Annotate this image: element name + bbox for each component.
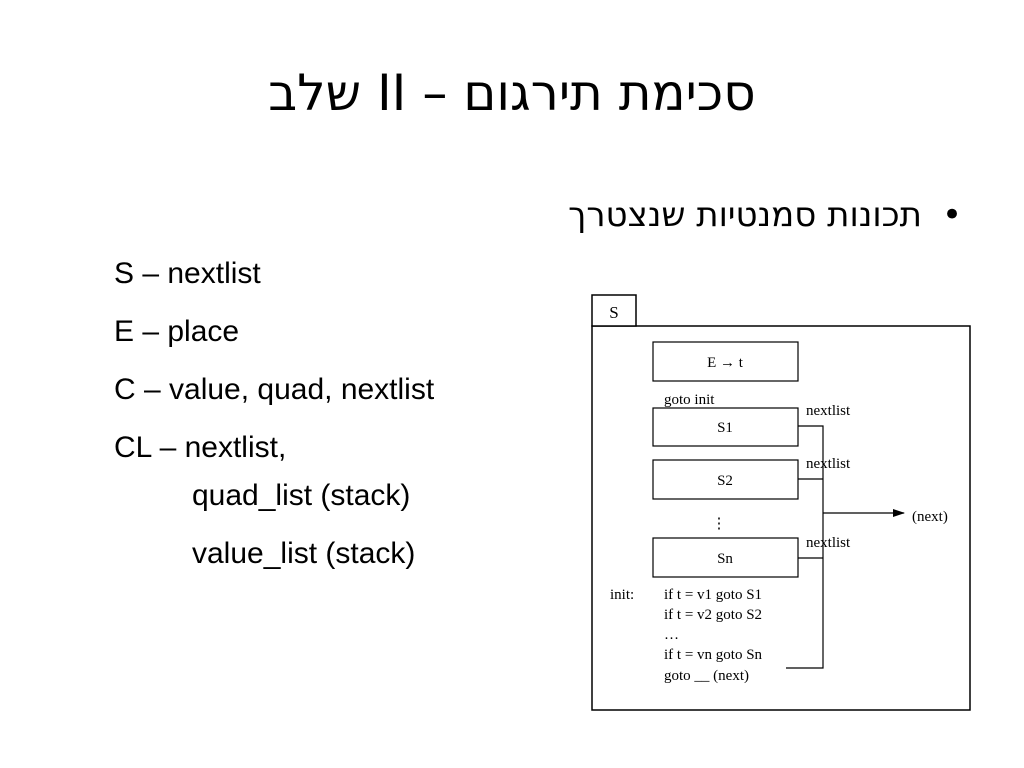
goto-init-label: goto init	[664, 392, 715, 408]
attr-e-place: E – place	[114, 315, 240, 348]
attr-c-value-quad-nextlist: C – value, quad, nextlist	[114, 373, 435, 406]
code-line-2: if t = v2 goto S2	[664, 607, 762, 623]
bullet-dot-icon: •	[941, 195, 962, 235]
expr-label: E → t	[707, 355, 744, 371]
next-label: (next)	[912, 509, 948, 525]
nextlist-label-2: nextlist	[806, 456, 851, 472]
code-line-4: if t = vn goto Sn	[664, 647, 763, 663]
nextlist-label-3: nextlist	[806, 535, 851, 551]
translation-scheme-diagram: S E → t goto init S1 S2 ⋮ Sn nextlist ne…	[591, 294, 971, 711]
code-line-3: …	[664, 627, 679, 643]
attr-cl-nextlist: CL – nextlist,	[114, 431, 287, 464]
nextlist-connector	[786, 425, 824, 669]
vertical-ellipsis: ⋮	[712, 516, 727, 532]
bullet-item: • תכונות סמנטיות שנצטרך	[568, 190, 962, 240]
s2-label: S2	[717, 473, 733, 489]
nextlist-label-1: nextlist	[806, 403, 851, 419]
expr-box	[652, 341, 799, 382]
init-label: init:	[610, 587, 634, 603]
attr-value-list: value_list (stack)	[192, 537, 416, 570]
frame-tab	[591, 294, 637, 327]
code-line-1: if t = v1 goto S1	[664, 587, 762, 603]
tab-label: S	[609, 303, 618, 322]
s1-label: S1	[717, 420, 733, 436]
sn-box	[652, 537, 799, 578]
bullet-text: תכונות סמנטיות שנצטרך	[568, 195, 922, 235]
outer-frame	[591, 325, 971, 711]
s2-box	[652, 459, 799, 500]
code-line-5: goto __ (next)	[664, 668, 749, 684]
attr-quad-list: quad_list (stack)	[192, 479, 411, 512]
sn-label: Sn	[717, 551, 733, 567]
slide-title: שלב II – סכימת תירגום	[268, 64, 756, 122]
attr-s-nextlist: S – nextlist	[114, 257, 261, 290]
s1-box	[652, 407, 799, 447]
